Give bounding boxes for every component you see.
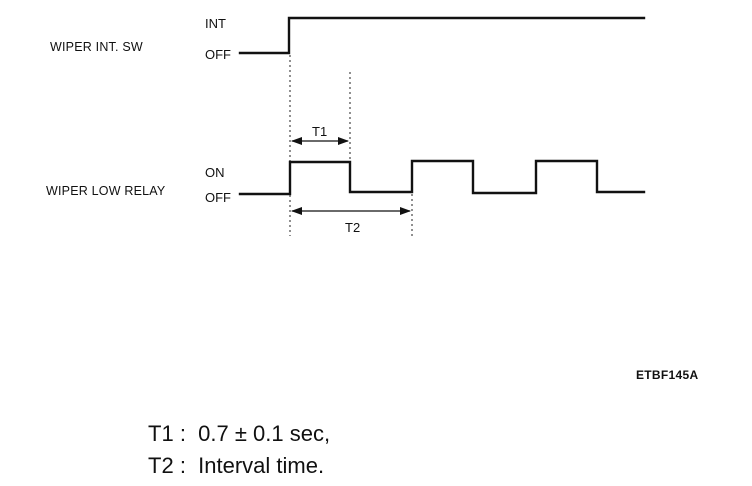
note-t1-text: : 0.7 ± 0.1 sec,: [179, 421, 331, 446]
level-label-off-switch: OFF: [205, 47, 231, 62]
note-t2-text: : Interval time.: [179, 453, 325, 478]
note-t1-symbol: T1: [148, 421, 174, 446]
wiper-int-sw-waveform: [238, 16, 646, 55]
note-t1: T1 : 0.7 ± 0.1 sec,: [148, 421, 330, 447]
wiper-low-relay-waveform: [238, 159, 646, 196]
note-t2: T2 : Interval time.: [148, 453, 324, 479]
level-label-on: ON: [205, 165, 225, 180]
level-label-int: INT: [205, 16, 226, 31]
signal-label-wiper-low-relay: WIPER LOW RELAY: [46, 184, 166, 198]
t1-arrow-left-icon: [291, 137, 302, 145]
t1-arrow-right-icon: [338, 137, 349, 145]
t2-label: T2: [345, 220, 360, 235]
signal-label-wiper-int-sw: WIPER INT. SW: [50, 40, 143, 54]
t2-arrow-left-icon: [291, 207, 302, 215]
t2-arrow-right-icon: [400, 207, 411, 215]
note-t2-symbol: T2: [148, 453, 174, 478]
figure-code: ETBF145A: [636, 368, 699, 382]
t1-label: T1: [312, 124, 327, 139]
level-label-off-relay: OFF: [205, 190, 231, 205]
